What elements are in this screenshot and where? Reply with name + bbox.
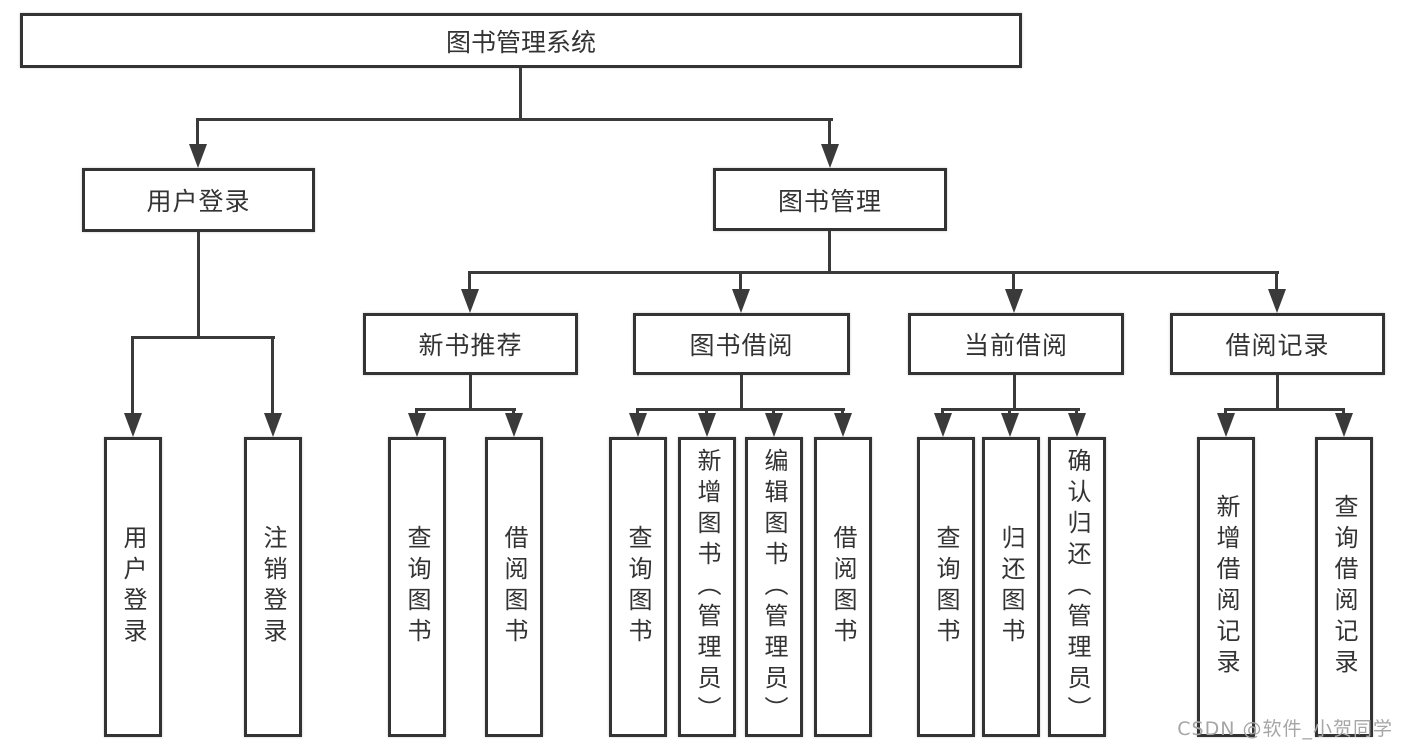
connector-borrow-records-bar (1225, 408, 1345, 411)
leaf-edit-books-admin: 编辑图书（管理员） (745, 437, 803, 737)
leaf-query-books-borrow: 查询图书 (609, 437, 667, 737)
node-book-borrow: 图书借阅 (633, 313, 850, 375)
leaf-user-login: 用户登录 (104, 437, 162, 737)
node-new-book-recommend: 新书推荐 (363, 313, 578, 375)
leaf-query-books-current: 查询图书 (917, 437, 975, 737)
connector-user-login-stem (197, 232, 200, 336)
connector-borrow-records-stem (1276, 375, 1279, 408)
arrow-down-icon (934, 408, 952, 437)
arrow-down-icon (461, 271, 479, 313)
arrow-down-icon (821, 118, 839, 168)
leaf-add-borrow-record: 新增借阅记录 (1197, 437, 1255, 737)
arrow-down-icon (732, 271, 750, 313)
csdn-watermark: CSDN @软件_小贺同学 (1177, 718, 1393, 740)
leaf-query-borrow-record: 查询借阅记录 (1315, 437, 1373, 737)
node-current-borrow: 当前借阅 (908, 313, 1124, 375)
connector-current-borrow-stem (1013, 375, 1016, 408)
connector-level3-bar (469, 271, 1279, 274)
arrow-down-icon (124, 336, 142, 437)
arrow-down-icon (834, 408, 852, 437)
arrow-down-icon (629, 408, 647, 437)
leaf-borrow-books: 借阅图书 (814, 437, 872, 737)
arrow-down-icon (765, 408, 783, 437)
node-library-management-system: 图书管理系统 (20, 13, 1022, 68)
arrow-down-icon (189, 118, 207, 168)
leaf-query-books-recommend: 查询图书 (388, 437, 446, 737)
leaf-return-books: 归还图书 (982, 437, 1040, 737)
leaf-add-books-admin: 新增图书（管理员） (678, 437, 736, 737)
connector-book-management-stem (828, 231, 831, 271)
arrow-down-icon (264, 336, 282, 437)
connector-level2-bar (197, 118, 833, 121)
leaf-borrow-books-recommend: 借阅图书 (485, 437, 543, 737)
connector-new-book-bar (416, 408, 516, 411)
arrow-down-icon (698, 408, 716, 437)
connector-new-book-stem (469, 375, 472, 408)
arrow-down-icon (1005, 271, 1023, 313)
connector-book-borrow-stem (740, 375, 743, 408)
arrow-down-icon (1217, 408, 1235, 437)
arrow-down-icon (505, 408, 523, 437)
connector-user-login-bar (132, 336, 275, 339)
arrow-down-icon (1335, 408, 1353, 437)
connector-current-borrow-bar (942, 408, 1080, 411)
arrow-down-icon (1068, 408, 1086, 437)
leaf-logout: 注销登录 (244, 437, 302, 737)
connector-root-stem (519, 68, 522, 118)
node-user-login: 用户登录 (82, 168, 315, 232)
node-book-management: 图书管理 (713, 168, 947, 231)
arrow-down-icon (1268, 271, 1286, 313)
leaf-confirm-return-admin: 确认归还（管理员） (1048, 437, 1106, 737)
node-borrow-records: 借阅记录 (1170, 313, 1385, 375)
arrow-down-icon (408, 408, 426, 437)
connector-book-borrow-bar (636, 408, 845, 411)
arrow-down-icon (1001, 408, 1019, 437)
